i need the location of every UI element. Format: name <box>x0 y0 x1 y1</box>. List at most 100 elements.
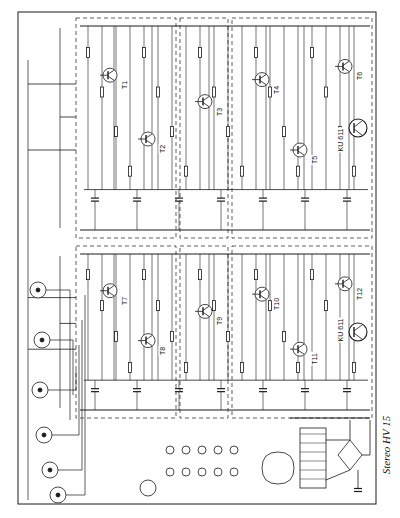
pin-diagram <box>198 446 206 454</box>
wire <box>108 286 114 290</box>
wire <box>326 26 327 87</box>
wire <box>186 26 187 166</box>
wire <box>304 26 305 145</box>
wire <box>326 440 350 441</box>
resistor-symbol <box>115 332 118 342</box>
wire <box>58 470 82 471</box>
wire <box>179 190 180 199</box>
wire <box>84 380 368 381</box>
wire <box>214 97 215 190</box>
wire <box>152 346 153 381</box>
wire <box>152 254 153 336</box>
wire <box>179 380 180 389</box>
input-jack <box>50 487 66 503</box>
wire <box>263 201 264 230</box>
wire <box>228 26 229 127</box>
wire <box>300 461 326 462</box>
part-label: T10 <box>273 297 280 311</box>
part-label: T9 <box>216 316 223 326</box>
wire <box>46 290 70 291</box>
part-label: KU 611 <box>337 128 344 153</box>
wire <box>80 230 370 231</box>
wire <box>343 67 349 71</box>
wire <box>203 306 209 310</box>
resistor-symbol <box>283 332 286 342</box>
wire <box>137 201 138 230</box>
wire <box>270 97 271 190</box>
wire <box>326 311 327 381</box>
wire <box>290 349 298 350</box>
part-label: T8 <box>159 346 166 356</box>
wire <box>354 333 362 339</box>
wire <box>347 190 348 199</box>
wire <box>146 134 152 138</box>
wire <box>284 254 285 332</box>
wire <box>73 340 74 395</box>
pin-diagram <box>166 446 174 454</box>
wire <box>85 295 86 495</box>
wire <box>354 325 362 331</box>
wire <box>137 190 138 199</box>
wire <box>203 97 209 101</box>
wire <box>221 392 222 410</box>
wire <box>146 342 152 346</box>
wire <box>358 470 359 488</box>
resistor-symbol <box>87 270 90 280</box>
wire <box>270 311 271 381</box>
jack-pin <box>36 288 40 292</box>
input-jack <box>32 382 48 398</box>
resistor-symbol <box>283 127 286 137</box>
module-outline <box>180 18 228 238</box>
wire <box>221 201 222 230</box>
resistor-symbol <box>269 301 272 311</box>
wire <box>100 290 108 291</box>
wire <box>79 345 80 435</box>
wire <box>349 26 350 61</box>
wire <box>221 380 222 389</box>
resistor-symbol <box>171 127 174 137</box>
wire <box>300 479 326 480</box>
wire <box>102 26 103 87</box>
resistor-symbol <box>297 363 300 373</box>
wire <box>80 410 370 411</box>
pin-diagram <box>214 468 222 476</box>
resistor-symbol <box>143 47 146 57</box>
wire <box>298 350 304 354</box>
wire <box>270 26 271 87</box>
wire <box>312 254 313 270</box>
part-label: T2 <box>159 144 166 154</box>
wire <box>50 340 73 341</box>
module-outline <box>76 18 176 238</box>
part-label: T6 <box>356 71 363 81</box>
wire <box>326 254 327 301</box>
power-transistor <box>349 119 367 137</box>
wire <box>266 254 267 289</box>
wire <box>209 107 210 190</box>
wire <box>114 254 115 286</box>
resistor-symbol <box>213 301 216 311</box>
resistor-symbol <box>353 166 356 176</box>
wire <box>95 201 96 230</box>
resistor-symbol <box>143 270 146 280</box>
wire <box>60 323 76 324</box>
wire <box>347 201 348 230</box>
wire <box>179 392 180 410</box>
part-label: T1 <box>121 80 128 90</box>
wire <box>186 254 187 363</box>
wire <box>70 290 71 420</box>
wire <box>146 336 152 340</box>
wire <box>114 26 115 70</box>
part-label: T12 <box>356 287 363 301</box>
wire <box>195 311 203 312</box>
wire <box>48 390 76 391</box>
jack-pin <box>56 493 60 497</box>
wire <box>340 26 341 127</box>
wire <box>108 76 114 80</box>
wire <box>228 254 229 332</box>
wire <box>144 254 145 270</box>
input-jack <box>42 462 58 478</box>
wire <box>347 380 348 389</box>
wire <box>28 84 76 85</box>
wire <box>252 79 260 80</box>
resistor-symbol <box>311 47 314 57</box>
